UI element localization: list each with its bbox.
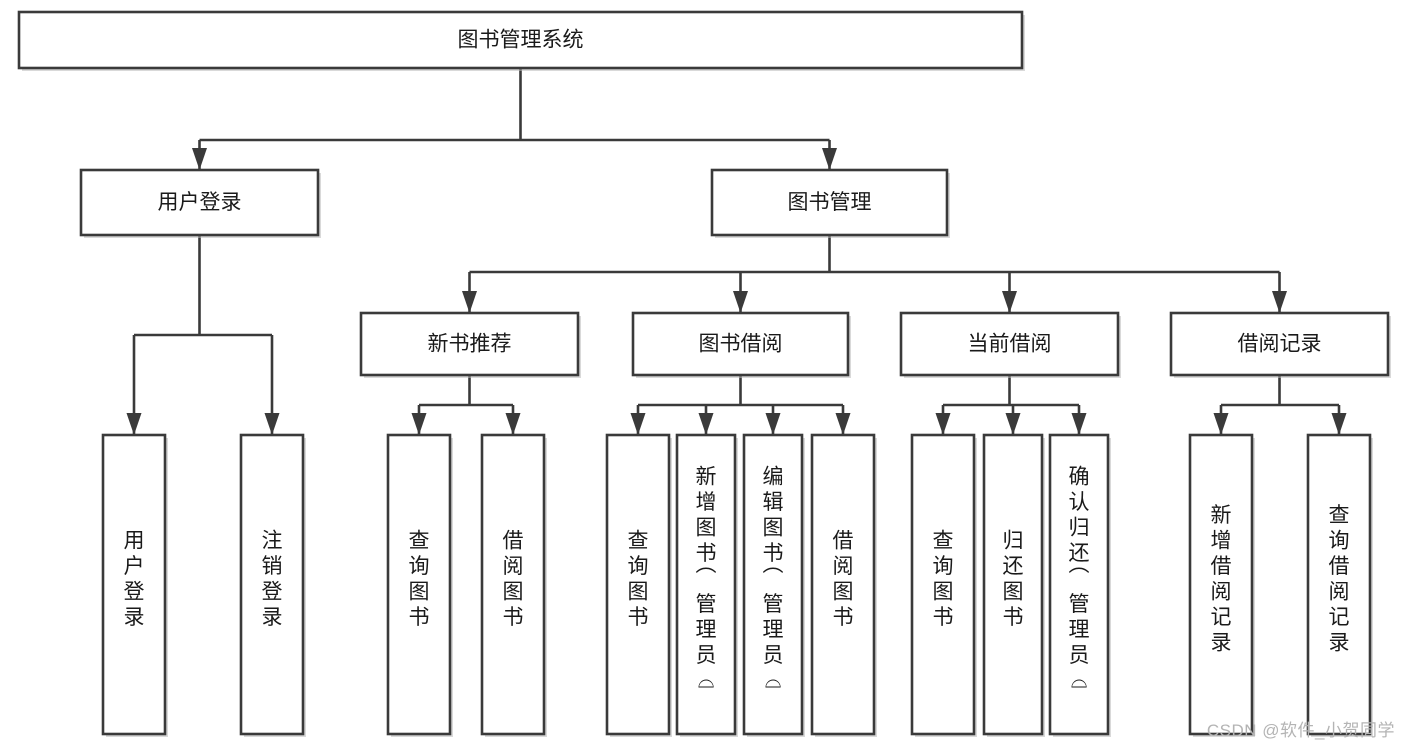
node-label: 查询图书 [409,529,430,629]
edges-layer [126,68,1347,435]
node-label: 用户登录 [124,529,145,629]
node-label: 注销登录 [262,529,283,629]
node-leaf-edit-book[interactable]: 编辑图书⌒管理员⌓ [742,433,805,737]
arrow-head [835,413,851,435]
arrow-head [698,413,714,435]
node-label: 新增借阅记录 [1211,504,1232,655]
node-label: 当前借阅 [968,333,1052,356]
watermark-text: CSDN @软件_小贺同学 [1206,721,1395,740]
node-leaf-borrow-book-rec[interactable]: 借阅图书 [480,433,547,737]
arrow-head [192,148,207,170]
node-label: 新增图书⌒管理员⌓ [696,466,717,693]
arrow-head [264,413,280,435]
node-leaf-borrow-book[interactable]: 借阅图书 [810,433,877,737]
node-leaf-logout[interactable]: 注销登录 [239,433,306,737]
arrow-head [822,148,837,170]
node-label: 新书推荐 [428,333,512,356]
node-user-login[interactable]: 用户登录 [79,168,321,238]
node-label: 用户登录 [158,191,242,214]
node-label: 确认归还⌒管理员⌓ [1069,466,1090,693]
node-book-manage[interactable]: 图书管理 [710,168,950,238]
node-label: 编辑图书⌒管理员⌓ [763,466,784,693]
arrow-head [505,413,521,435]
node-label: 借阅图书 [503,529,524,629]
node-label: 归还图书 [1003,529,1024,629]
arrow-head [1005,413,1021,435]
arrow-head [411,413,427,435]
node-leaf-query-book-current[interactable]: 查询图书 [910,433,977,737]
node-current-borrow[interactable]: 当前借阅 [899,311,1121,378]
arrow-head [126,413,142,435]
arrow-head [1213,413,1229,435]
arrow-head [1331,413,1347,435]
node-leaf-add-record[interactable]: 新增借阅记录 [1188,433,1255,737]
arrow-head [630,413,646,435]
arrow-head [462,291,477,313]
node-borrow-record[interactable]: 借阅记录 [1169,311,1391,378]
node-book-borrow[interactable]: 图书借阅 [631,311,851,378]
node-label: 查询图书 [628,529,649,629]
arrow-head [935,413,951,435]
node-label: 图书管理系统 [458,29,584,52]
node-leaf-return-book[interactable]: 归还图书 [982,433,1045,737]
node-label: 图书借阅 [699,333,783,356]
node-label: 查询图书 [933,529,954,629]
arrow-head [1002,291,1017,313]
node-leaf-confirm-return[interactable]: 确认归还⌒管理员⌓ [1048,433,1111,737]
arrow-head [733,291,748,313]
arrow-head [765,413,781,435]
node-leaf-query-book-borrow[interactable]: 查询图书 [605,433,672,737]
node-label: 图书管理 [788,191,872,214]
arrow-head [1071,413,1087,435]
arrow-head [1272,291,1287,313]
node-root-system[interactable]: 图书管理系统 [17,10,1025,71]
node-leaf-query-record[interactable]: 查询借阅记录 [1306,433,1373,737]
node-leaf-user-login[interactable]: 用户登录 [101,433,168,737]
node-label: 借阅记录 [1238,333,1322,356]
nodes-layer: 图书管理系统用户登录图书管理新书推荐图书借阅当前借阅借阅记录用户登录注销登录查询… [17,10,1391,737]
node-leaf-query-book-rec[interactable]: 查询图书 [386,433,453,737]
node-new-book-rec[interactable]: 新书推荐 [359,311,581,378]
node-leaf-add-book[interactable]: 新增图书⌒管理员⌓ [675,433,738,737]
node-label: 借阅图书 [833,529,854,629]
node-label: 查询借阅记录 [1329,504,1350,655]
